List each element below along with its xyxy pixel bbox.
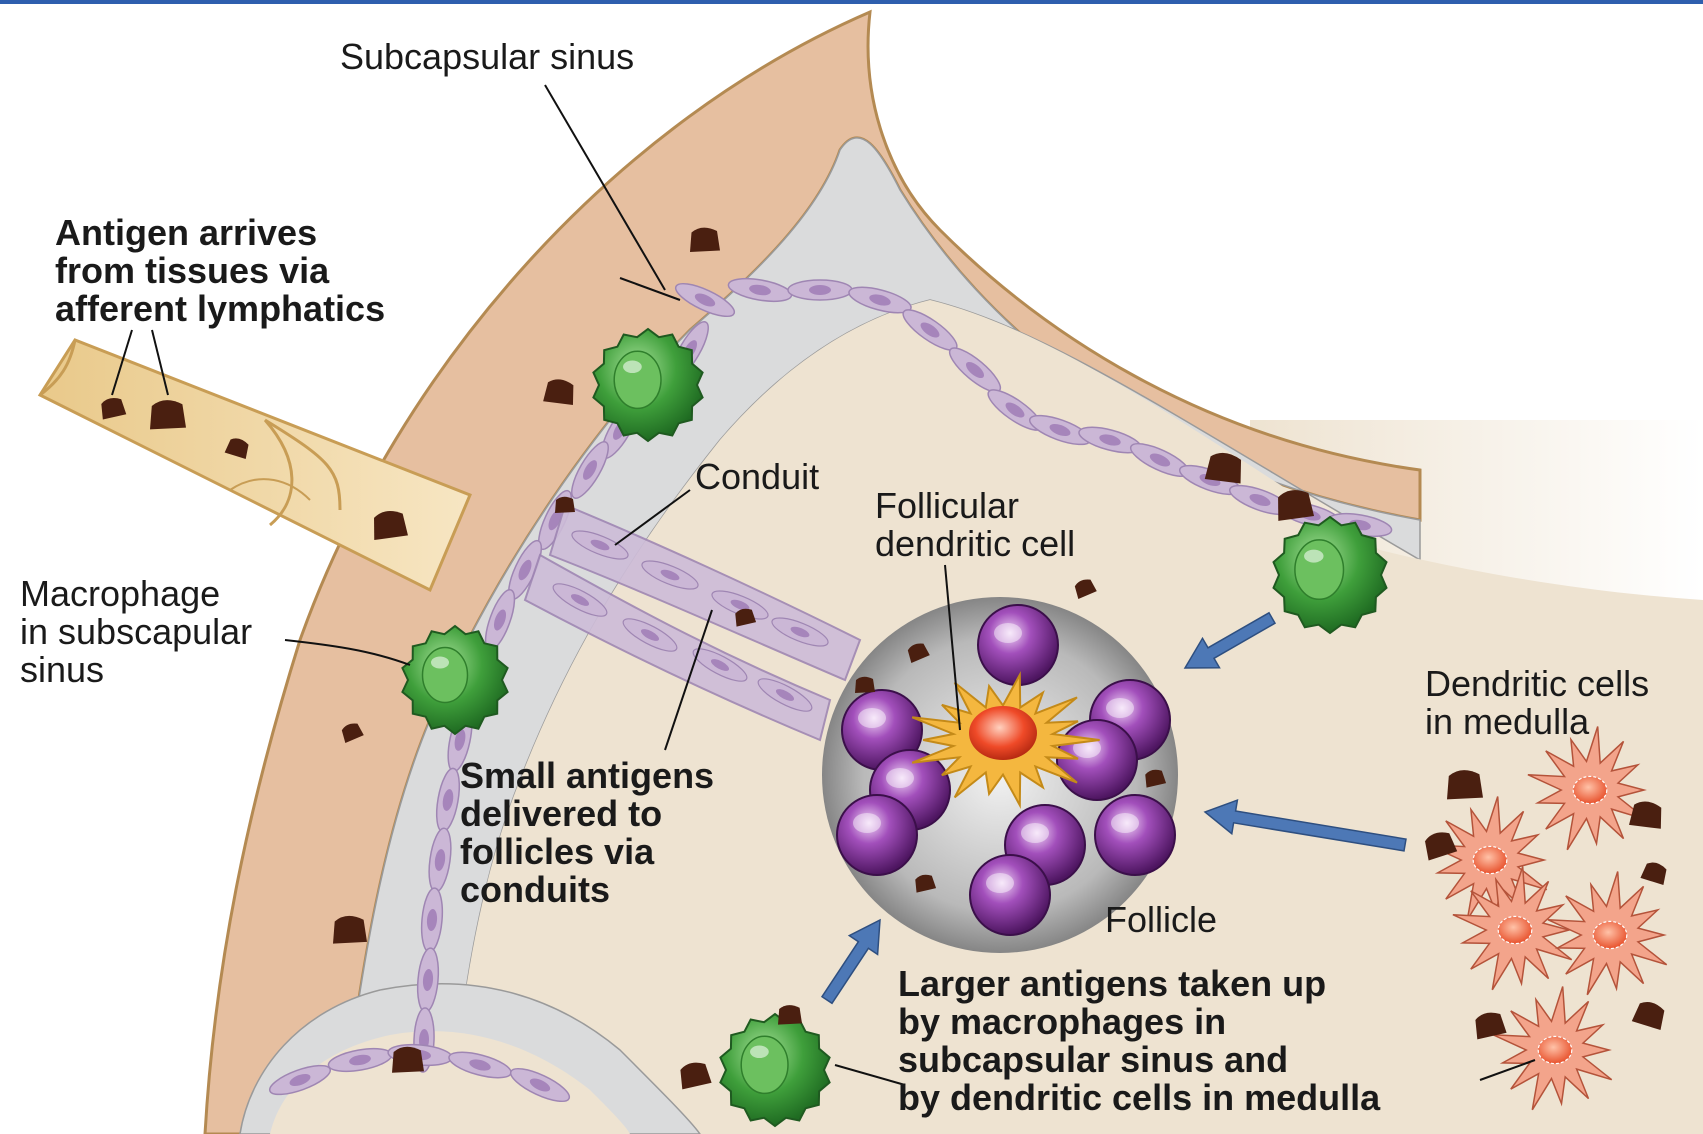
antigen-particle-icon [855,677,875,693]
b-cell [1057,720,1137,800]
b-cell [970,855,1050,935]
antigen-particle-icon [392,1047,424,1073]
b-cell [837,795,917,875]
label-follicular-dc: Follicular dendritic cell [875,487,1075,563]
b-cell [1095,795,1175,875]
label-antigen-arrives: Antigen arrives from tissues via afferen… [55,214,385,328]
label-small-antigens: Small antigens delivered to follicles vi… [460,757,714,909]
antigen-particle-icon [150,400,186,429]
antigen-particle-icon [778,1005,802,1025]
label-follicle: Follicle [1105,901,1217,939]
antigen-particle-icon [690,228,720,252]
antigen-particle-icon [555,497,575,513]
label-macrophage-sinus: Macrophage in subscapular sinus [20,575,252,689]
antigen-particle-icon [1447,770,1483,799]
label-conduit: Conduit [695,458,819,496]
label-dendritic-medulla: Dendritic cells in medulla [1425,665,1649,741]
lining-cell [788,280,852,300]
antigen-particle-icon [333,916,367,944]
label-subcapsular-sinus: Subcapsular sinus [340,38,634,76]
label-larger-antigens: Larger antigens taken up by macrophages … [898,965,1380,1117]
b-cell [978,605,1058,685]
